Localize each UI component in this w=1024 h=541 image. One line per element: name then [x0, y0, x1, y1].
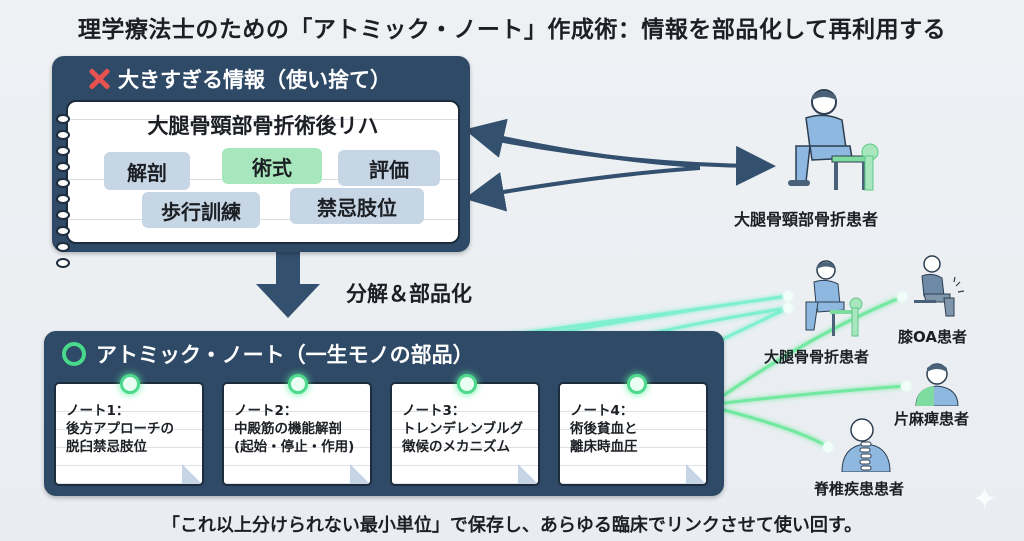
atomic-note-1[interactable]: ノート1： 後方アプローチの 脱臼禁忌肢位	[54, 382, 204, 486]
tag-surgery: 術式	[222, 148, 322, 184]
arrow-patient-to-top-1	[464, 118, 701, 168]
atomic-notes-header: アトミック・ノート（一生モノの部品）	[62, 339, 474, 369]
patient-label-spine: 脊椎疾患患者	[814, 480, 905, 498]
femur-fracture-patient-icon	[805, 260, 863, 337]
note-line: 術後貧血と	[570, 421, 638, 437]
link-node-icon	[288, 374, 308, 394]
page-curl-icon	[182, 464, 202, 484]
circle-check-icon	[62, 342, 86, 366]
note-line: (起始・停止・作用)	[234, 439, 355, 455]
monolithic-notebook: 大腿骨頸部骨折術後リハ 解剖 術式 評価 歩行訓練 禁忌肢位	[56, 100, 460, 268]
oversized-info-panel: 大きすぎる情報（使い捨て） 大腿骨頸部骨折術後リハ 解剖 術式 評価 歩行訓練 …	[52, 56, 470, 268]
link-note4-hemi	[722, 384, 908, 405]
tag-contraindicated-position: 禁忌肢位	[290, 188, 424, 224]
hemiplegia-patient-icon	[915, 363, 959, 406]
arrow-patient-to-top-2	[464, 166, 701, 212]
tag-gait-training: 歩行訓練	[142, 192, 260, 228]
atomic-note-2[interactable]: ノート2： 中殿筋の機能解剖 (起始・停止・作用)	[222, 382, 372, 486]
notebook-title: 大腿骨頸部骨折術後リハ	[147, 114, 379, 138]
patient-label-knee-oa: 膝OA患者	[898, 328, 967, 346]
atomic-note-4[interactable]: ノート4： 術後貧血と 離床時血圧	[558, 382, 708, 486]
tag-anatomy: 解剖	[104, 152, 190, 190]
knee-oa-patient-icon	[914, 255, 965, 317]
note-line: 離床時血圧	[570, 439, 638, 455]
atomic-note-3[interactable]: ノート3： トレンデレンブルグ 徴候のメカニズム	[390, 382, 540, 486]
atomic-notes-header-text: アトミック・ノート（一生モノの部品）	[96, 343, 474, 367]
link-endpoints	[783, 291, 911, 452]
note-title: ノート1：	[66, 403, 130, 419]
page-curl-icon	[518, 464, 538, 484]
femoral-neck-fracture-patient-label: 大腿骨頸部骨折患者	[734, 210, 879, 229]
spine-patient-icon	[841, 418, 891, 472]
page-title: 理学療法士のための「アトミック・ノート」作成術：情報を部品化して再利用する	[77, 17, 947, 43]
page-curl-icon	[350, 464, 370, 484]
oversized-info-header-text: 大きすぎる情報（使い捨て）	[118, 68, 391, 92]
note-title: ノート4：	[570, 403, 634, 419]
note-line: 徴候のメカニズム	[402, 439, 510, 455]
x-icon	[88, 68, 110, 90]
note-line: 中殿筋の機能解剖	[234, 421, 342, 437]
link-note4-knee	[722, 295, 904, 397]
note-line: 後方アプローチの	[66, 421, 174, 437]
link-node-icon	[627, 374, 647, 394]
sparkle-icon: ✦	[972, 482, 998, 517]
note-title: ノート3：	[402, 403, 466, 419]
note-title: ノート2：	[234, 403, 298, 419]
patient-label-femur-fracture: 大腿骨骨折患者	[764, 348, 870, 366]
patient-label-hemiplegia: 片麻痺患者	[894, 410, 970, 428]
link-node-icon	[120, 374, 140, 394]
down-arrow	[256, 250, 320, 318]
atomic-notes-panel: アトミック・ノート（一生モノの部品） ノート1： 後方アプローチの 脱臼禁忌肢位…	[44, 331, 724, 496]
page-curl-icon	[686, 464, 706, 484]
decompose-label: 分解＆部品化	[346, 282, 472, 306]
oversized-info-header: 大きすぎる情報（使い捨て）	[88, 64, 391, 94]
note-line: トレンデレンブルグ	[402, 421, 524, 437]
note-line: 脱臼禁忌肢位	[66, 439, 147, 455]
spiral-binding-icon	[56, 114, 78, 274]
summary-caption: 「これ以上分けられない最小単位」で保存し、あらゆる臨床でリンクさせて使い回す。	[161, 515, 863, 536]
link-note4-spine	[722, 408, 830, 449]
link-node-icon	[457, 374, 477, 394]
seated-patient-hip-icon	[788, 89, 879, 191]
tag-evaluation: 評価	[338, 150, 440, 186]
